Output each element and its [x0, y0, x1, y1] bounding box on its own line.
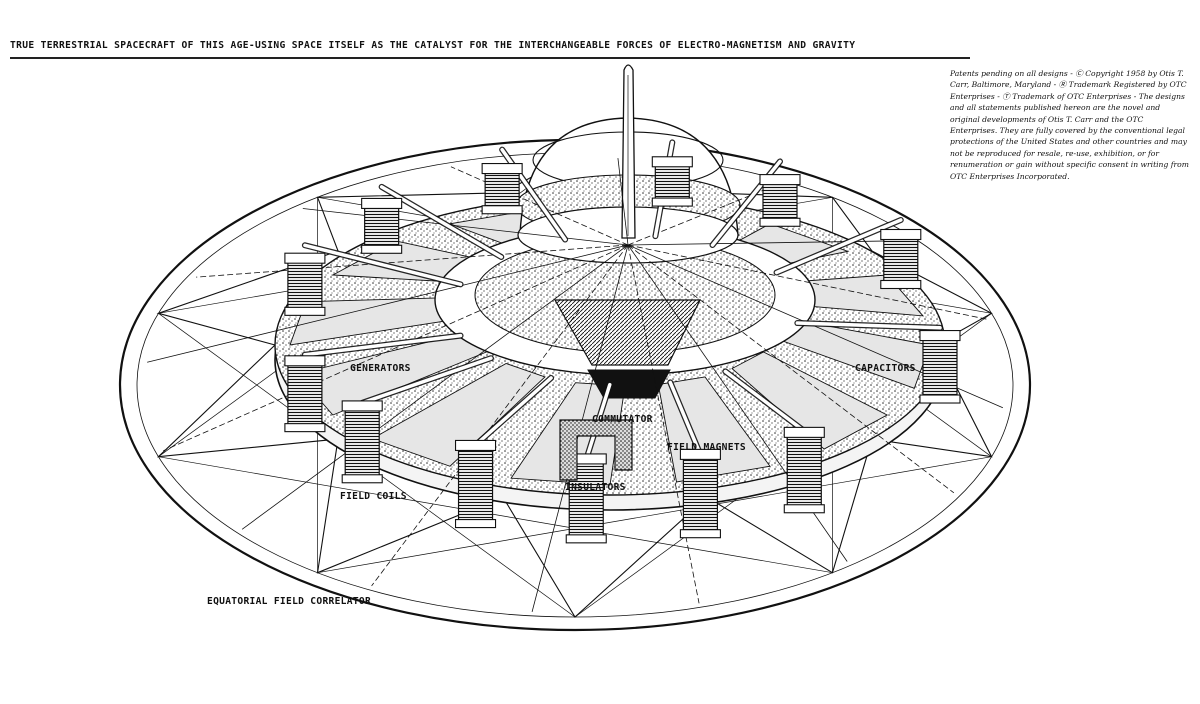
strut-line [196, 244, 629, 278]
star-chord [158, 456, 833, 574]
coil-base [759, 217, 801, 227]
strut-line [617, 158, 629, 246]
coil-assembly [481, 146, 569, 243]
strut-line [627, 240, 908, 246]
coil-stack [922, 337, 958, 398]
field-coil-stacks [284, 139, 961, 544]
coil-cap [783, 426, 825, 438]
coil-cap [481, 162, 523, 175]
label-commutator: COMMUTATOR [592, 414, 653, 425]
coil-base [651, 197, 693, 207]
coil-stack [654, 164, 690, 201]
coil-assembly [667, 379, 721, 539]
copyright-text: Patents pending on all designs - Ⓒ Copyr… [950, 69, 1189, 181]
strut-line [147, 244, 629, 363]
magnet-arm-highlight [473, 376, 553, 447]
banner-title: TRUE TERRESTRIAL SPACECRAFT OF THIS AGE-… [10, 40, 856, 51]
coil-base [783, 504, 825, 514]
coil-base [284, 306, 326, 316]
coil-stack [287, 363, 323, 427]
coil-assembly [773, 217, 922, 290]
coil-stack [786, 434, 822, 508]
coil-assembly [709, 158, 801, 249]
magnet-arm-highlight [303, 333, 463, 357]
coil-assembly [284, 242, 464, 316]
label-insulators: INSULATORS [565, 482, 626, 493]
banner-rule [10, 57, 970, 59]
strut-line [450, 166, 629, 246]
rotor-plate [731, 351, 889, 450]
coil-stack [682, 456, 719, 533]
coil-stack [457, 447, 494, 523]
coil-base [679, 529, 721, 539]
coil-assembly [794, 320, 961, 404]
label-field-coils: FIELD COILS [340, 491, 407, 502]
coil-cap [284, 252, 326, 264]
magnet-arm-highlight [360, 356, 493, 405]
strut-line [241, 244, 629, 530]
coil-cap [919, 329, 961, 342]
coil-cap [454, 439, 497, 451]
coil-assembly [341, 355, 494, 484]
star-chord [317, 456, 992, 574]
coil-stack [364, 205, 400, 248]
coil-base [454, 519, 497, 529]
magnet-arm-highlight [668, 380, 703, 457]
magnet-arm-highlight [723, 369, 807, 433]
coil-cap [361, 197, 403, 209]
copyright-notice: Patents pending on all designs - Ⓒ Copyr… [950, 68, 1190, 182]
coil-stack [762, 181, 798, 221]
magnet-arm-highlight [303, 243, 463, 287]
commutator-cone [553, 299, 701, 366]
label-equatorial-field-correlator: EQUATORIAL FIELD CORRELATOR [207, 596, 372, 607]
label-capacitors: CAPACITORS [855, 363, 916, 374]
magnet-arm-highlight [774, 218, 903, 275]
coil-cap [679, 448, 721, 460]
strut-line [371, 244, 629, 587]
insulator-frame [559, 419, 633, 481]
label-generators: GENERATORS [350, 363, 411, 374]
coil-assembly [284, 332, 464, 433]
coil-base [361, 244, 403, 254]
coil-base [481, 205, 523, 215]
central-spire [621, 64, 636, 239]
coil-base [284, 423, 326, 433]
coil-stack [883, 236, 919, 284]
strut-line [163, 244, 629, 452]
coil-base [565, 534, 607, 544]
coil-assembly [361, 183, 505, 260]
coil-assembly [454, 374, 555, 529]
coil-cap [759, 174, 801, 186]
strut-line [302, 208, 629, 246]
coil-stack [287, 260, 323, 310]
coil-cap [651, 156, 693, 168]
coil-cap [284, 355, 326, 367]
coil-assembly [651, 139, 693, 240]
label-field-magnets: FIELD MAGNETS [667, 442, 746, 453]
magnet-arm-highlight [795, 321, 942, 330]
strut-line [627, 244, 955, 494]
strut-line [627, 244, 987, 320]
strut-line [627, 244, 700, 604]
coil-cap [880, 228, 922, 241]
coil-base [341, 474, 383, 484]
coil-base [919, 394, 961, 404]
coil-assembly [722, 368, 825, 514]
coil-stack [484, 170, 520, 209]
coil-cap [341, 400, 383, 412]
coil-base [880, 279, 922, 290]
coil-stack [344, 408, 380, 478]
